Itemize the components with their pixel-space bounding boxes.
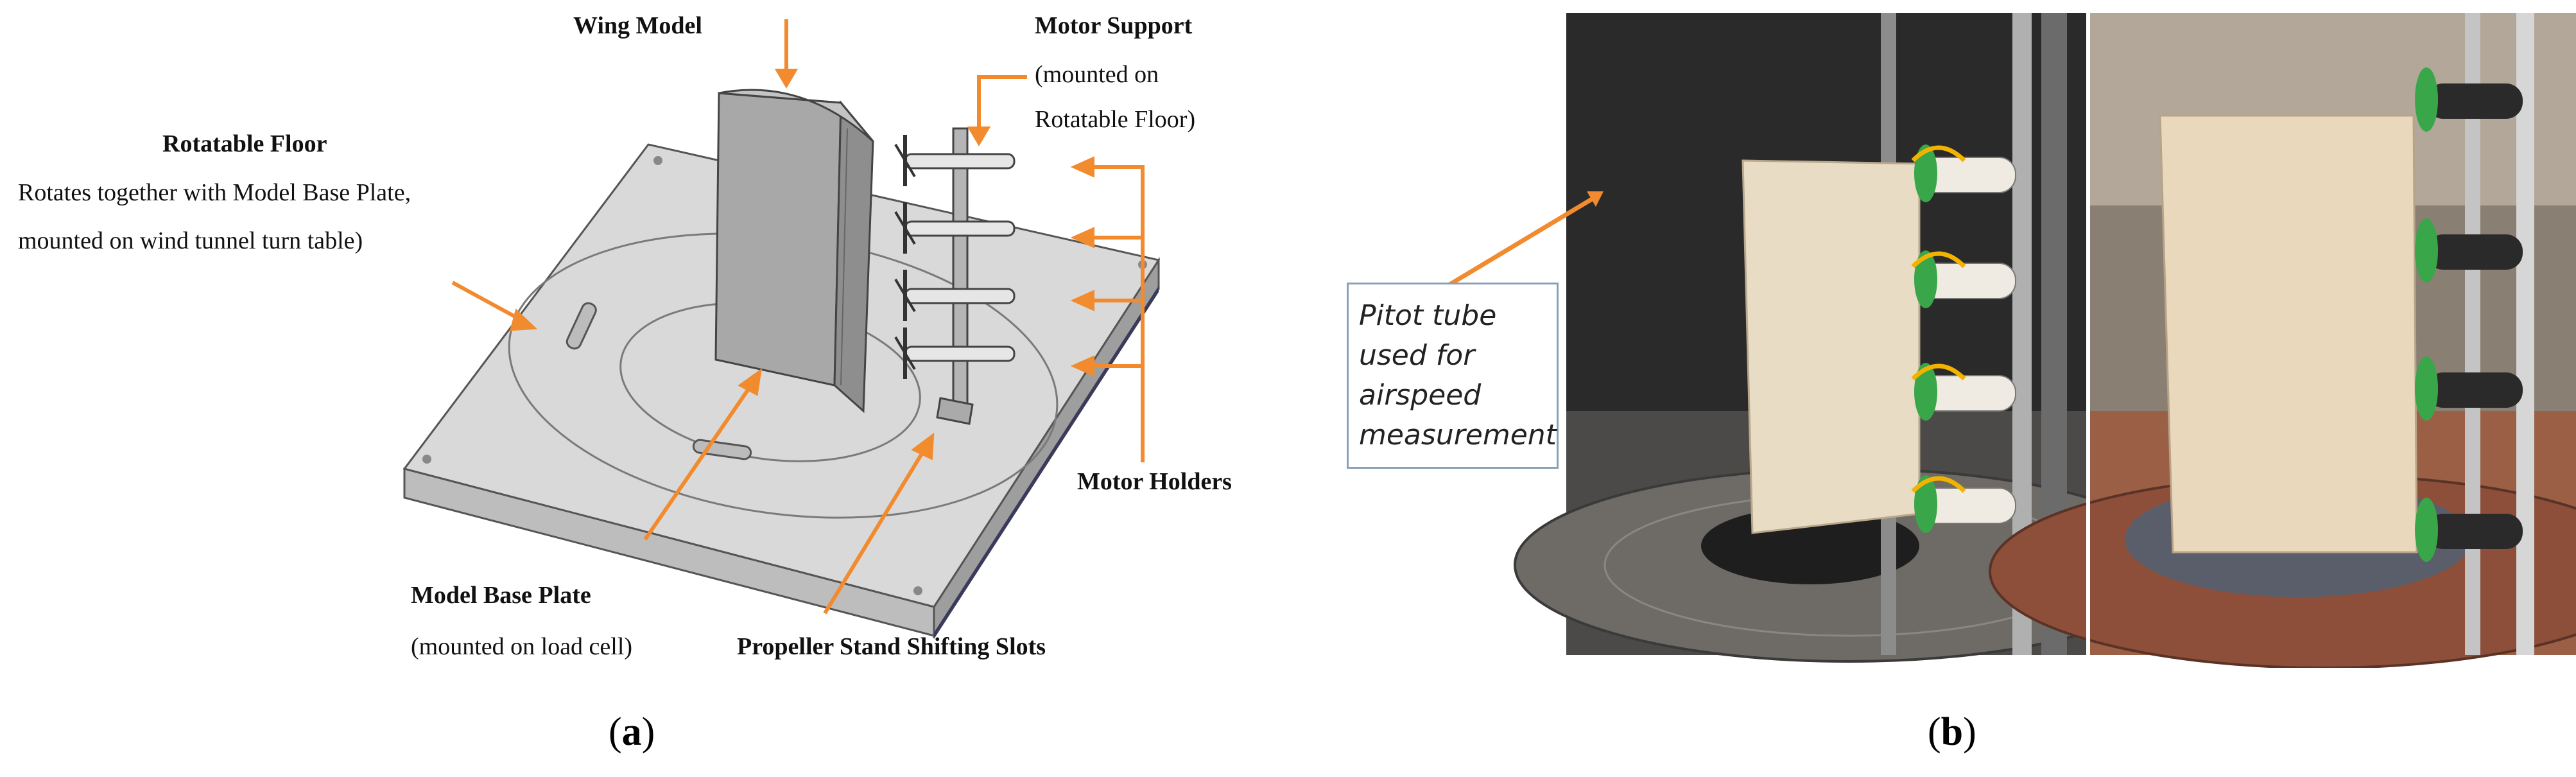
pitot-arrow bbox=[1446, 196, 1593, 288]
pitot-line-1: Pitot tube bbox=[1359, 299, 1497, 332]
motor-holder-arm bbox=[894, 270, 1016, 321]
motor-support-arrow bbox=[977, 75, 1027, 132]
motor-support-sub-2: Rotatable Floor) bbox=[1035, 106, 1196, 133]
pitot-tube-callout: Pitot tube used for airspeed measurement bbox=[1347, 283, 1559, 469]
wind-tunnel-photos bbox=[1446, 13, 2576, 669]
photo-right-wing bbox=[2159, 114, 2418, 554]
slots-label: Propeller Stand Shifting Slots bbox=[737, 633, 1046, 660]
plate-hole bbox=[422, 455, 431, 464]
rotatable-floor-sub-1: Rotates together with Model Base Plate, bbox=[18, 179, 411, 206]
panel-b-photos bbox=[1348, 13, 2576, 669]
panel-a-diagram: Wing Model Motor Support (mounted on Rot… bbox=[0, 0, 1335, 674]
model-base-plate-label: Model Base Plate bbox=[411, 582, 591, 609]
motor-holder-arm bbox=[894, 202, 1016, 254]
test-rig-cad-drawing bbox=[402, 19, 1161, 640]
motor-holders-label: Motor Holders bbox=[1077, 468, 1232, 495]
motor-holders-bracket bbox=[1091, 165, 1145, 462]
motor-support-post bbox=[952, 127, 969, 412]
caption-b: (b) bbox=[1928, 710, 1976, 754]
plate-hole bbox=[653, 156, 662, 165]
motor-holder-arm bbox=[894, 135, 1016, 186]
model-base-plate-sub: (mounted on load cell) bbox=[411, 633, 633, 660]
rotatable-floor-plate bbox=[402, 143, 1161, 608]
plate-hole bbox=[913, 586, 922, 595]
rotation-direction-arrows bbox=[1911, 145, 1966, 493]
plate-right-dark-edge bbox=[934, 286, 1159, 639]
photo-right-motor-pods bbox=[2426, 83, 2523, 549]
photo-right-propellers bbox=[2415, 67, 2438, 562]
shifting-slot bbox=[692, 439, 752, 460]
model-base-plate-arrow bbox=[643, 384, 753, 541]
motor-support-sub-1: (mounted on bbox=[1035, 61, 1159, 88]
wing-model-tip bbox=[718, 89, 874, 143]
caption-a: (a) bbox=[609, 710, 655, 754]
annotation-arrows bbox=[451, 19, 1145, 615]
motor-holder-arm bbox=[894, 327, 1016, 379]
rotatable-floor-label: Rotatable Floor bbox=[162, 130, 327, 157]
pitot-line-3: airspeed bbox=[1359, 379, 1482, 412]
pitot-line-4: measurement bbox=[1359, 419, 1557, 451]
motor-support-label: Motor Support bbox=[1035, 12, 1193, 39]
slots-arrow bbox=[823, 448, 926, 615]
rotatable-floor-arrow bbox=[451, 281, 524, 323]
shifting-slot bbox=[566, 302, 597, 350]
photo-left-wing bbox=[1742, 159, 1921, 534]
pitot-line-2: used for bbox=[1359, 339, 1475, 372]
rotatable-floor-sub-2: mounted on wind tunnel turn table) bbox=[18, 227, 363, 254]
photo-left-propellers bbox=[1914, 144, 1937, 533]
wing-model-label: Wing Model bbox=[573, 12, 702, 39]
wing-model-front bbox=[714, 92, 842, 387]
motor-support-foot bbox=[936, 397, 974, 425]
